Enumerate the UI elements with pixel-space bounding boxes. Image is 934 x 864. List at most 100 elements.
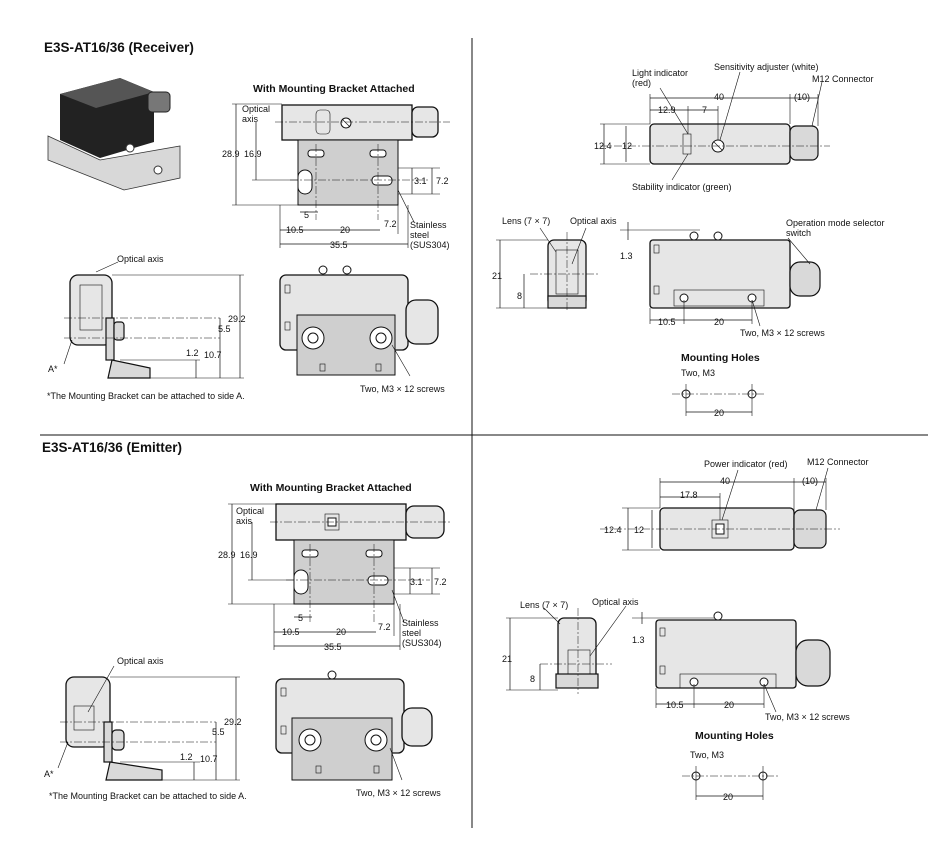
receiver-top-view <box>600 71 830 181</box>
receiver-mounting-holes-diagram <box>672 384 766 416</box>
emitter-front-bracket-view <box>228 503 450 650</box>
receiver-rear-view <box>279 265 439 377</box>
receiver-stability-label: Stability indicator (green) <box>632 182 732 192</box>
receiver-dim-10p: (10) <box>794 92 810 102</box>
emitter-dim-20c: 20 <box>723 792 733 802</box>
receiver-dim-40: 40 <box>714 92 724 102</box>
receiver-screws-label-1: Two, M3 × 12 screws <box>360 384 445 394</box>
receiver-dim-1-2: 1.2 <box>186 348 199 358</box>
receiver-light-indicator-label: Light indicator(red) <box>632 68 688 88</box>
emitter-dim-40: 40 <box>720 476 730 486</box>
emitter-side-bracket-view <box>57 665 240 781</box>
receiver-mounting-holes-title: Mounting Holes <box>681 352 760 364</box>
emitter-dim-10p: (10) <box>802 476 818 486</box>
emitter-power-indicator-label: Power indicator (red) <box>704 459 788 469</box>
emitter-dim-10-5b: 10.5 <box>666 700 684 710</box>
emitter-screws-label-2: Two, M3 × 12 screws <box>765 712 850 722</box>
receiver-title: E3S-AT16/36 (Receiver) <box>44 40 194 55</box>
receiver-two-m3-label: Two, M3 <box>681 368 715 378</box>
emitter-dim-12-4: 12.4 <box>604 525 622 535</box>
receiver-dim-16-9: 16.9 <box>244 149 262 159</box>
receiver-dim-10-5b: 10.5 <box>658 317 676 327</box>
receiver-sensitivity-label: Sensitivity adjuster (white) <box>714 62 819 72</box>
receiver-dim-7-2b: 7.2 <box>384 219 397 229</box>
emitter-mounting-holes-diagram <box>682 766 778 800</box>
receiver-dim-20a: 20 <box>340 225 350 235</box>
emitter-screws-label-1: Two, M3 × 12 screws <box>356 788 441 798</box>
receiver-optical-axis-label-3: Optical axis <box>570 216 617 226</box>
emitter-dim-7-2a: 7.2 <box>434 577 447 587</box>
receiver-dim-3-1: 3.1 <box>414 176 427 186</box>
emitter-dim-12: 12 <box>634 525 644 535</box>
emitter-dim-28-9: 28.9 <box>218 550 236 560</box>
receiver-dim-28-9: 28.9 <box>222 149 240 159</box>
receiver-lens-label: Lens (7 × 7) <box>502 216 550 226</box>
emitter-dim-16-9: 16.9 <box>240 550 258 560</box>
emitter-mounting-holes-title: Mounting Holes <box>695 730 774 742</box>
emitter-two-m3-label: Two, M3 <box>690 750 724 760</box>
emitter-dim-8: 8 <box>530 674 535 684</box>
receiver-side-view-right <box>496 222 700 312</box>
receiver-dim-7: 7 <box>702 105 707 115</box>
emitter-side-view-right <box>506 605 720 694</box>
receiver-dim-12: 12 <box>622 141 632 151</box>
emitter-dim-3-1: 3.1 <box>410 577 423 587</box>
receiver-dim-10-5a: 10.5 <box>286 225 304 235</box>
receiver-m12-label: M12 Connector <box>812 74 874 84</box>
emitter-dim-20b: 20 <box>724 700 734 710</box>
receiver-dim-35-5: 35.5 <box>330 240 348 250</box>
emitter-dim-1-2: 1.2 <box>180 752 193 762</box>
emitter-a-mark: A* <box>44 769 54 779</box>
receiver-dim-5: 5 <box>304 210 309 220</box>
emitter-optical-axis-label-2: Optical axis <box>117 656 164 666</box>
receiver-dim-29-2: 29.2 <box>228 314 246 324</box>
receiver-dim-8: 8 <box>517 291 522 301</box>
emitter-rear-view <box>275 670 433 781</box>
emitter-dim-5-5: 5.5 <box>212 727 225 737</box>
emitter-dim-35-5: 35.5 <box>324 642 342 652</box>
emitter-dim-29-2: 29.2 <box>224 717 242 727</box>
receiver-a-mark: A* <box>48 364 58 374</box>
emitter-front-view-right <box>655 611 831 713</box>
emitter-footnote: *The Mounting Bracket can be attached to… <box>49 791 247 801</box>
receiver-side-bracket-view <box>63 261 244 379</box>
receiver-optical-axis-label-2: Optical axis <box>117 254 164 264</box>
receiver-dim-21: 21 <box>492 271 502 281</box>
receiver-dim-5-5: 5.5 <box>218 324 231 334</box>
receiver-dim-10-7: 10.7 <box>204 350 222 360</box>
receiver-dim-1-3: 1.3 <box>620 251 633 261</box>
emitter-optical-axis-label-3: Optical axis <box>592 597 639 607</box>
emitter-title: E3S-AT16/36 (Emitter) <box>42 440 182 455</box>
emitter-top-view <box>600 467 840 551</box>
receiver-dim-20b: 20 <box>714 317 724 327</box>
emitter-dim-21: 21 <box>502 654 512 664</box>
receiver-dim-20c: 20 <box>714 408 724 418</box>
receiver-front-view-right <box>649 231 821 327</box>
emitter-lens-label: Lens (7 × 7) <box>520 600 568 610</box>
emitter-bracket-title: With Mounting Bracket Attached <box>250 482 412 494</box>
emitter-dim-1-3: 1.3 <box>632 635 645 645</box>
receiver-product-photo <box>47 78 181 191</box>
receiver-dim-7-2a: 7.2 <box>436 176 449 186</box>
receiver-section: E3S-AT16/36 (Receiver) With Mounting Bra… <box>44 40 885 418</box>
receiver-footnote: *The Mounting Bracket can be attached to… <box>47 391 245 401</box>
emitter-dim-5: 5 <box>298 613 303 623</box>
emitter-dim-20a: 20 <box>336 627 346 637</box>
emitter-m12-label: M12 Connector <box>807 457 869 467</box>
receiver-screws-label-2: Two, M3 × 12 screws <box>740 328 825 338</box>
emitter-dim-10-7: 10.7 <box>200 754 218 764</box>
receiver-front-bracket-view <box>232 103 450 248</box>
emitter-section: E3S-AT16/36 (Emitter) With Mounting Brac… <box>42 440 869 802</box>
emitter-dim-10-5a: 10.5 <box>282 627 300 637</box>
emitter-dim-7-2b: 7.2 <box>378 622 391 632</box>
receiver-bracket-title: With Mounting Bracket Attached <box>253 83 415 95</box>
receiver-dim-12-9: 12.9 <box>658 105 676 115</box>
emitter-dim-17-8: 17.8 <box>680 490 698 500</box>
receiver-dim-12-4: 12.4 <box>594 141 612 151</box>
